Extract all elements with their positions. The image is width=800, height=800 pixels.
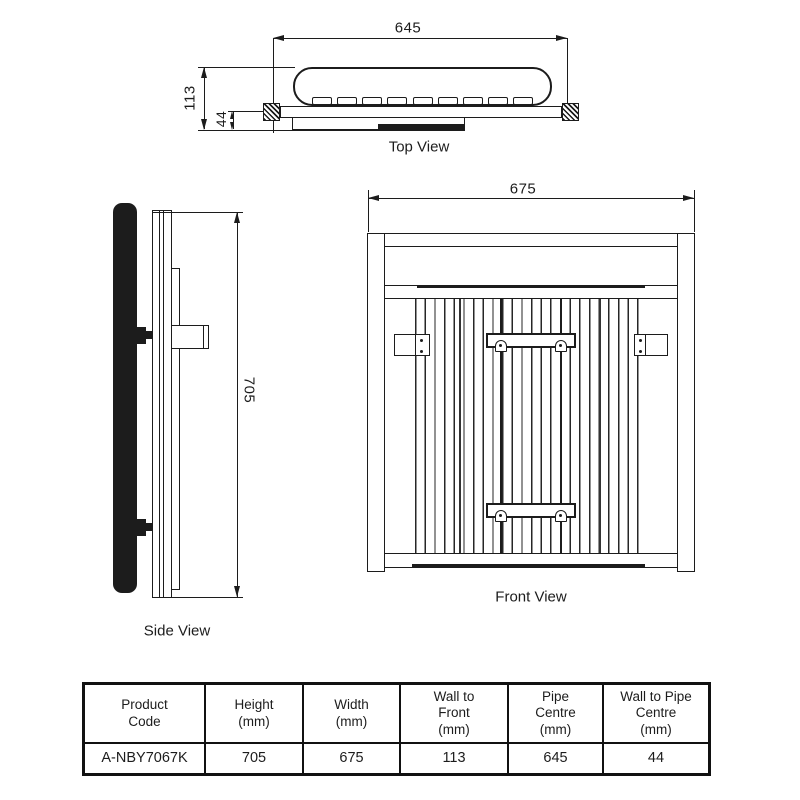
arrow-down-icon bbox=[233, 586, 240, 597]
front-post-left bbox=[367, 233, 385, 572]
side-front-panel bbox=[113, 203, 137, 593]
arrow-down-icon bbox=[230, 121, 235, 130]
front-pipe-rod-right bbox=[560, 299, 562, 553]
spec-value-wall-to-front: 113 bbox=[400, 743, 508, 774]
screw-dot bbox=[638, 339, 642, 343]
side-dim-ext-bottom bbox=[152, 596, 243, 598]
side-frame-inner-line-2 bbox=[163, 210, 164, 598]
side-frame bbox=[152, 210, 172, 598]
arrow-right-icon bbox=[683, 194, 694, 201]
spec-value-pipe-centre: 645 bbox=[508, 743, 603, 774]
side-wall-bracket-cap bbox=[203, 325, 205, 349]
top-front-ext-line bbox=[198, 67, 295, 69]
front-view-caption: Front View bbox=[495, 588, 567, 606]
side-view-caption: Side View bbox=[143, 622, 211, 640]
side-dim-ext-top bbox=[152, 212, 243, 214]
top-pipe-connector-right bbox=[562, 103, 579, 121]
top-pipe-centre-ext bbox=[228, 111, 264, 112]
front-bracket-lower bbox=[486, 503, 576, 518]
arrow-up-icon bbox=[200, 67, 207, 78]
top-dim-ext-right bbox=[567, 38, 569, 104]
top-dim-front-line bbox=[204, 67, 206, 129]
front-post-right bbox=[677, 233, 695, 572]
front-upper-band-shadow bbox=[417, 284, 645, 288]
side-dim-height-line bbox=[237, 212, 239, 597]
front-dim-ext-right bbox=[694, 190, 696, 232]
front-dim-width-label: 675 bbox=[509, 180, 537, 198]
front-bracket-upper bbox=[486, 333, 576, 348]
spec-header-height: Height (mm) bbox=[205, 684, 303, 743]
screw-dot bbox=[419, 339, 423, 343]
side-fin-pack bbox=[171, 268, 180, 590]
screw-dot bbox=[419, 350, 423, 354]
top-dim-pipe-label: 44 bbox=[213, 110, 229, 128]
arrow-left-icon bbox=[273, 34, 284, 41]
front-bottom-rail-shadow bbox=[412, 563, 645, 567]
arrow-right-icon bbox=[556, 34, 567, 41]
front-fin-accent-2 bbox=[599, 299, 602, 553]
arrow-left-icon bbox=[368, 194, 379, 201]
spec-header-wall-to-pipe-centre: Wall to Pipe Centre (mm) bbox=[603, 684, 709, 743]
arrow-up-icon bbox=[233, 212, 240, 223]
front-top-rail bbox=[384, 233, 678, 247]
spec-value-product-code: A-NBY7067K bbox=[84, 743, 205, 774]
top-dim-pipe-line bbox=[233, 111, 235, 129]
side-clip-bottom-tab bbox=[146, 523, 153, 531]
arrow-down-icon bbox=[200, 118, 207, 130]
top-wall-line bbox=[198, 129, 465, 131]
top-view-caption: Top View bbox=[388, 138, 450, 156]
spec-header-product-code: Product Code bbox=[84, 684, 205, 743]
front-mount-plate-left bbox=[394, 334, 430, 356]
screw-dot bbox=[638, 350, 642, 354]
side-frame-inner-line-1 bbox=[159, 210, 160, 598]
spec-header-pipe-centre: Pipe Centre (mm) bbox=[508, 684, 603, 743]
top-dim-width-label: 645 bbox=[394, 19, 422, 37]
top-dim-ext-left bbox=[273, 38, 275, 133]
pipe-clamp bbox=[555, 340, 567, 352]
front-mount-plate-right-divider bbox=[645, 334, 647, 356]
side-wall-bracket bbox=[171, 325, 209, 349]
front-dim-ext-left bbox=[368, 190, 370, 232]
spec-value-wall-to-pipe-centre: 44 bbox=[603, 743, 709, 774]
pipe-clamp bbox=[495, 340, 507, 352]
top-pipe-connector-left bbox=[263, 103, 280, 121]
side-dim-height-label: 705 bbox=[240, 376, 258, 404]
spec-value-width: 675 bbox=[303, 743, 400, 774]
pipe-clamp bbox=[555, 510, 567, 522]
pipe-clamp bbox=[495, 510, 507, 522]
front-pipe-rod-left bbox=[500, 299, 502, 553]
top-dim-front-label: 113 bbox=[181, 85, 199, 111]
spec-header-wall-to-front: Wall to Front (mm) bbox=[400, 684, 508, 743]
front-dim-width-line bbox=[368, 198, 694, 200]
front-mount-plate-right bbox=[634, 334, 668, 356]
spec-table: Product Code Height (mm) Width (mm) Wall… bbox=[82, 682, 711, 776]
side-clip-bottom bbox=[137, 519, 146, 536]
spec-header-width: Width (mm) bbox=[303, 684, 400, 743]
arrow-up-icon bbox=[230, 111, 235, 119]
front-fin-accent-1 bbox=[459, 299, 462, 553]
side-clip-top bbox=[137, 327, 146, 344]
front-mount-plate-left-divider bbox=[415, 334, 417, 356]
top-wall-bracket-bar bbox=[378, 124, 464, 131]
spec-value-height: 705 bbox=[205, 743, 303, 774]
top-fin-row bbox=[312, 96, 533, 105]
top-dim-width-line bbox=[273, 38, 567, 40]
side-clip-top-tab bbox=[146, 331, 153, 339]
